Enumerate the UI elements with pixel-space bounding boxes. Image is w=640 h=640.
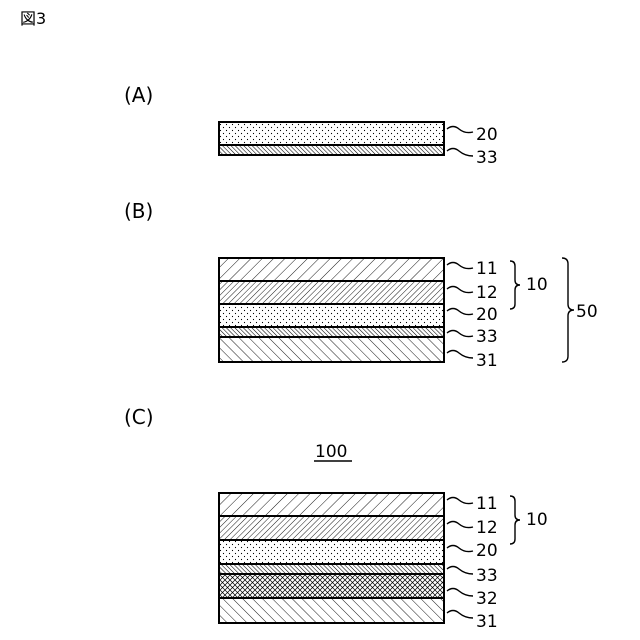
figure-label: 図3 — [20, 9, 46, 28]
leader-line-33 — [447, 331, 473, 337]
panel-a: (A) 20 33 — [124, 83, 498, 168]
layer-33 — [219, 145, 444, 155]
panel-b: (B) 11 12 20 33 31 10 50 — [124, 199, 598, 371]
numeral-31: 31 — [476, 351, 498, 371]
numeral-10: 10 — [526, 510, 548, 530]
panel-c: (C) 100 11 12 20 33 32 31 10 — [124, 405, 548, 632]
numeral-11: 11 — [476, 494, 498, 514]
brace-10 — [510, 261, 520, 309]
leader-line-31 — [447, 351, 473, 359]
layer-33 — [219, 327, 444, 337]
layer-20 — [219, 540, 444, 564]
panel-b-label: (B) — [124, 199, 153, 223]
brace-10 — [510, 496, 520, 544]
numeral-20: 20 — [476, 541, 498, 561]
numeral-31: 31 — [476, 612, 498, 632]
numeral-33: 33 — [476, 148, 498, 168]
layer-31 — [219, 598, 444, 623]
layer-20 — [219, 304, 444, 327]
brace-50 — [562, 258, 574, 362]
layer-20 — [219, 122, 444, 145]
numeral-10: 10 — [526, 275, 548, 295]
layer-11 — [219, 258, 444, 281]
numeral-33: 33 — [476, 327, 498, 347]
leader-line-20 — [447, 309, 473, 315]
numeral-20: 20 — [476, 125, 498, 145]
layer-31 — [219, 337, 444, 362]
panel-c-label: (C) — [124, 405, 154, 429]
leader-line-32 — [447, 589, 473, 597]
numeral-50: 50 — [576, 302, 598, 322]
panel-c-title: 100 — [315, 442, 347, 462]
leader-line-33 — [447, 149, 473, 157]
leader-line-12 — [447, 287, 473, 293]
layer-11 — [219, 493, 444, 516]
leader-line-11 — [447, 498, 473, 504]
leader-line-31 — [447, 611, 473, 619]
layer-12 — [219, 281, 444, 304]
numeral-11: 11 — [476, 259, 498, 279]
leader-line-33 — [447, 567, 473, 575]
layer-33 — [219, 564, 444, 574]
leader-line-20 — [447, 546, 473, 552]
numeral-32: 32 — [476, 589, 498, 609]
numeral-20: 20 — [476, 305, 498, 325]
leader-line-20 — [447, 127, 473, 133]
leader-line-12 — [447, 522, 473, 528]
numeral-33: 33 — [476, 566, 498, 586]
layer-32 — [219, 574, 444, 598]
numeral-12: 12 — [476, 283, 498, 303]
leader-line-11 — [447, 263, 473, 269]
panel-a-label: (A) — [124, 83, 153, 107]
numeral-12: 12 — [476, 518, 498, 538]
layer-12 — [219, 516, 444, 540]
